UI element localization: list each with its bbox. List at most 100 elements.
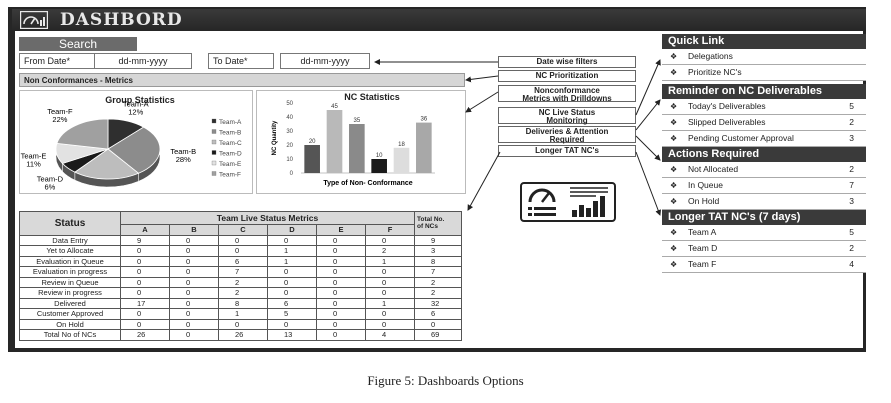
table-cell: 69 [414,329,462,341]
legend-label: Team-D [219,151,242,158]
pie-slice[interactable] [107,126,161,174]
from-date-input[interactable]: dd-mm-yyyy [94,53,192,69]
longer-tat-title: Longer TAT NC's (7 days) [662,210,866,225]
table-cell: 0 [267,266,317,278]
nc-bar[interactable] [326,110,343,173]
legend-swatch [211,118,217,124]
table-cell: 0 [120,255,170,267]
nc-bar[interactable] [393,147,410,173]
legend-swatch [211,160,217,166]
table-cell: 0 [218,234,268,246]
bar-value-label: 36 [420,117,427,123]
bullet-icon: ❖ [670,134,678,143]
quick-link-prioritize[interactable]: ❖Prioritize NC's [662,65,866,81]
nc-bar[interactable] [304,145,320,173]
y-tick-label: 40 [286,115,293,121]
table-cell: 0 [169,297,219,309]
menu-longer-tat[interactable]: Longer TAT NC's [498,145,636,157]
group-stats-title: Group Statistics [105,95,175,105]
table-cell: 0 [169,234,219,246]
table-cell: 0 [169,266,219,278]
table-cell: 26 [218,329,268,341]
table-cell: 0 [365,318,415,330]
reminder-title: Reminder on NC Deliverables [662,84,866,99]
table-cell: 7 [218,266,268,278]
x-axis-label: Type of Non- Conformance [323,180,412,187]
reminder-panel: Reminder on NC Deliverables ❖Today's Del… [662,84,866,147]
table-cell: 6 [267,297,317,309]
bullet-icon: ❖ [670,260,678,269]
menu-deliveries-attention[interactable]: Deliveries & Attention Required [498,126,636,144]
menu-nc-prioritization[interactable]: NC Prioritization [498,70,636,82]
team-metrics-header: Team Live Status Metrics [120,211,415,225]
legend-label: Team-A [219,119,242,126]
status-table: Status Team Live Status Metrics Total No… [19,211,462,341]
quick-link-delegations[interactable]: ❖Delegations [662,49,866,65]
row-label: Evaluation in Queue [19,255,121,267]
table-cell: 1 [365,297,415,309]
row-label: Data Entry [19,234,121,246]
from-date-label: From Date* [19,53,95,69]
table-cell: 0 [218,245,268,257]
table-cell: 0 [169,245,219,257]
table-cell: 0 [169,287,219,299]
team-col-header: E [316,224,366,236]
pie-slice[interactable] [74,148,140,180]
total-header: Total No. of NCs [414,211,462,236]
menu-date-filters[interactable]: Date wise filters [498,56,636,68]
gauge-icon [20,11,48,29]
table-cell: 2 [218,287,268,299]
y-tick-label: 0 [290,171,294,177]
table-cell: 0 [316,318,366,330]
table-cell: 0 [267,276,317,288]
y-tick-label: 10 [286,157,293,163]
table-cell: 0 [316,297,366,309]
table-cell: 9 [414,234,462,246]
table-cell: 26 [120,329,170,341]
nc-bar[interactable] [371,159,387,173]
bar-value-label: 35 [353,118,360,124]
menu-nc-live-status[interactable]: NC Live Status Monitoring [498,107,636,125]
search-button[interactable]: Search [19,37,137,51]
page-title: DASHBORD [60,10,183,30]
table-cell: 0 [316,276,366,288]
to-date-input[interactable]: dd-mm-yyyy [280,53,370,69]
actions-title: Actions Required [662,147,866,162]
nc-bar[interactable] [416,122,432,173]
menu-nc-metrics-drilldowns[interactable]: Nonconformance Metrics with Drilldowns [498,85,636,103]
row-label: Yet to Allocate [19,245,121,257]
pie-slice[interactable] [56,118,109,150]
table-cell: 0 [120,308,170,320]
table-cell: 2 [414,287,462,299]
table-cell: 2 [414,276,462,288]
team-col-header: B [169,224,219,236]
nc-bar[interactable] [349,124,365,173]
row-label: On Hold [19,318,121,330]
status-header: Status [19,211,121,236]
table-cell: 0 [169,308,219,320]
table-cell: 0 [169,329,219,341]
